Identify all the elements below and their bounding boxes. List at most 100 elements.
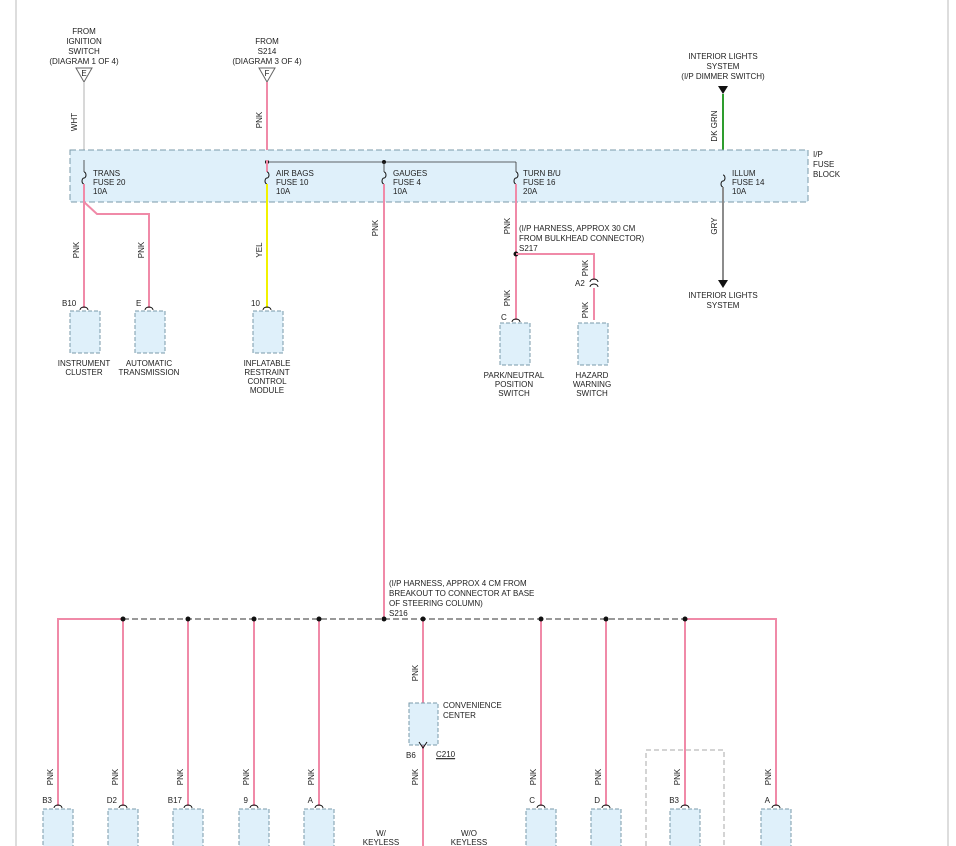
pin-label: E	[136, 299, 141, 308]
splice-dot	[251, 616, 257, 622]
wire-label: PNK	[46, 768, 55, 785]
wire-label: PNK	[581, 259, 590, 276]
fuse-label: FUSE 14	[732, 178, 765, 187]
wire-label: YEL	[255, 242, 264, 258]
pin-label: A2	[575, 279, 585, 288]
fuse-turn: TURN B/U FUSE 16 20A	[513, 169, 561, 202]
component-hazard-warning-switch: A2 HAZARD WARNING SWITCH	[573, 279, 611, 398]
wire-pnk	[83, 201, 150, 308]
splice-note: FROM BULKHEAD CONNECTOR)	[519, 234, 645, 243]
fuse-label: 10A	[393, 187, 408, 196]
wire-label: PNK	[371, 219, 380, 236]
fuse-block: I/P FUSE BLOCK TRANS FUSE 20 10A AIR BAG…	[69, 149, 841, 203]
splice-note: (I/P HARNESS, APPROX 30 CM	[519, 224, 636, 233]
pin-connector-icon	[118, 804, 128, 809]
connector-letter: E	[81, 69, 86, 78]
pin-connector-icon	[144, 306, 154, 311]
component-box	[760, 808, 792, 846]
component-box	[303, 808, 335, 846]
pin-connector-icon	[771, 804, 781, 809]
lower-branch: PNK 9	[238, 768, 270, 846]
wire-label: PNK	[242, 768, 251, 785]
source-dimmer-line: (I/P DIMMER SWITCH)	[681, 72, 765, 81]
wire-label: PNK	[72, 241, 81, 258]
source-dimmer-line: SYSTEM	[707, 62, 740, 71]
fuse-label: 20A	[523, 187, 538, 196]
keyless-option-label: W/	[376, 829, 387, 838]
component-box	[590, 808, 622, 846]
pin-label: B10	[62, 299, 77, 308]
fuse-label: 10A	[732, 187, 747, 196]
lower-branch-group: PNKB3PNKD2PNKB17PNK9PNKAPNKCPNKDPNKB3PNK…	[42, 768, 792, 846]
source-ignition-line: (DIAGRAM 1 OF 4)	[49, 57, 119, 66]
wire-label: WHT	[70, 113, 79, 131]
interior-out-label: SYSTEM	[707, 301, 740, 310]
fuse-trans: TRANS FUSE 20 10A	[81, 160, 126, 202]
fuse-icon	[513, 171, 519, 185]
splice-dot	[420, 616, 426, 622]
inline-connector-icon	[589, 283, 599, 288]
arrow-down-icon	[718, 280, 728, 288]
component-box	[577, 322, 609, 366]
splice-note: (I/P HARNESS, APPROX 4 CM FROM	[389, 579, 527, 588]
fuse-icon	[264, 171, 270, 185]
pin-connector-icon	[680, 804, 690, 809]
wire-pnk	[57, 618, 123, 806]
component-box	[252, 310, 284, 354]
component-label: SWITCH	[576, 389, 608, 398]
pin-label: D	[594, 796, 600, 805]
wire-label: PNK	[673, 768, 682, 785]
pin-label: C	[529, 796, 535, 805]
source-ignition-line: FROM	[72, 27, 96, 36]
pin-connector-icon	[314, 804, 324, 809]
component-label: SWITCH	[498, 389, 530, 398]
splice-dot	[316, 616, 322, 622]
pin-label: C	[501, 313, 507, 322]
wire-label: PNK	[411, 664, 420, 681]
wire-pnk	[685, 618, 777, 806]
fuse-label: 10A	[93, 187, 108, 196]
splice-dot	[682, 616, 688, 622]
arrow-down-icon	[718, 86, 728, 94]
pin-connector-icon	[511, 318, 521, 323]
fuse-gauges: GAUGES FUSE 4 10A	[381, 169, 427, 202]
fuse-illum: ILLUM FUSE 14 10A	[720, 169, 765, 202]
fuse-label: FUSE 20	[93, 178, 126, 187]
splice-note: BREAKOUT TO CONNECTOR AT BASE	[389, 589, 534, 598]
component-automatic-transmission: E AUTOMATIC TRANSMISSION	[119, 299, 180, 377]
component-label: RESTRAINT	[244, 368, 289, 377]
fuse-airbags: AIR BAGS FUSE 10 10A	[264, 160, 314, 202]
connector-triangle-icon	[258, 67, 276, 84]
source-s214: FROM S214 (DIAGRAM 3 OF 4) F PNK	[232, 37, 302, 160]
component-box	[238, 808, 270, 846]
pin-label: 9	[244, 796, 249, 805]
lower-branch: PNK B3	[669, 768, 701, 846]
pin-connector-icon	[249, 804, 259, 809]
fuse-block-label: I/P	[813, 150, 823, 159]
source-ignition-line: IGNITION	[66, 37, 102, 46]
component-box	[107, 808, 139, 846]
fuse-label: TRANS	[93, 169, 120, 178]
source-dimmer-line: INTERIOR LIGHTS	[688, 52, 757, 61]
wire-label: PNK	[176, 768, 185, 785]
fuse-icon	[720, 174, 726, 188]
wire-label: PNK	[764, 768, 773, 785]
component-box	[172, 808, 204, 846]
wire-label: PNK	[503, 289, 512, 306]
component-box	[525, 808, 557, 846]
component-instrument-cluster: B10 INSTRUMENT CLUSTER	[58, 299, 111, 377]
keyless-option-label: KEYLESS	[363, 838, 399, 846]
component-label: CLUSTER	[65, 368, 103, 377]
component-box	[69, 310, 101, 354]
pin-connector-icon	[183, 804, 193, 809]
fuse-icon	[381, 171, 387, 185]
pin-label: B3	[669, 796, 679, 805]
splice-dot	[381, 616, 387, 622]
fuse-label: FUSE 16	[523, 178, 556, 187]
fuse-label: TURN B/U	[523, 169, 561, 178]
